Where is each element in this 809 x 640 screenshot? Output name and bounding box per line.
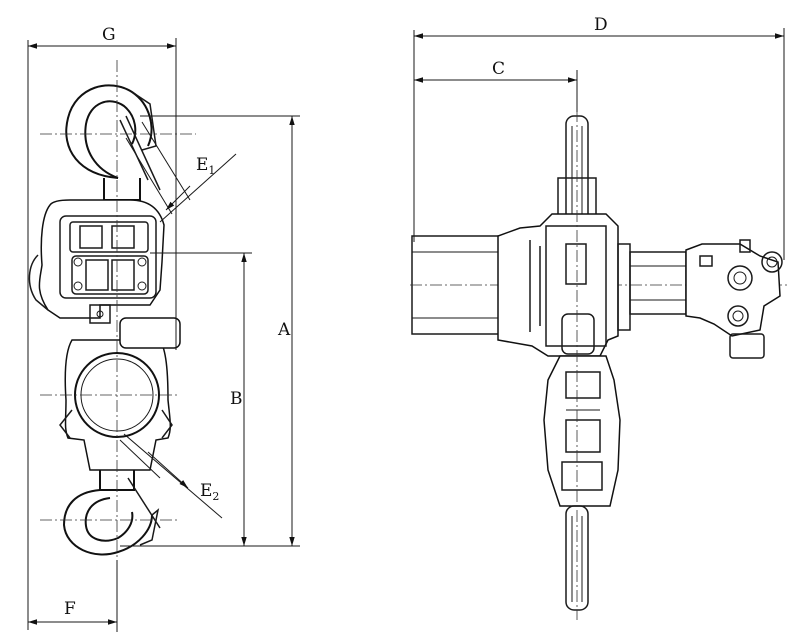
dim-label-c: C	[492, 59, 505, 79]
dim-label-d: D	[594, 15, 608, 35]
dim-label-b: B	[230, 389, 243, 409]
dim-label-f: F	[64, 599, 76, 619]
bottom-hook	[62, 470, 161, 556]
front-view	[28, 60, 196, 600]
dimension-c: C	[414, 59, 578, 112]
dim-label-a: A	[277, 320, 291, 340]
side-view	[410, 70, 790, 620]
dim-label-e2: E2	[200, 481, 219, 503]
dim-label-g: G	[102, 25, 116, 45]
top-hook	[65, 84, 161, 201]
dimension-g: G	[27, 25, 177, 630]
dimension-f: F	[28, 560, 118, 632]
drum-section	[59, 317, 181, 471]
gear-housing	[28, 199, 165, 324]
dim-label-e1: E1	[196, 155, 215, 177]
dimension-e1: E1	[125, 121, 237, 223]
dimension-a: A	[120, 115, 300, 547]
dimension-e2: E2	[119, 433, 223, 519]
dimension-b: B	[150, 252, 252, 546]
dimension-d: D	[413, 15, 785, 260]
